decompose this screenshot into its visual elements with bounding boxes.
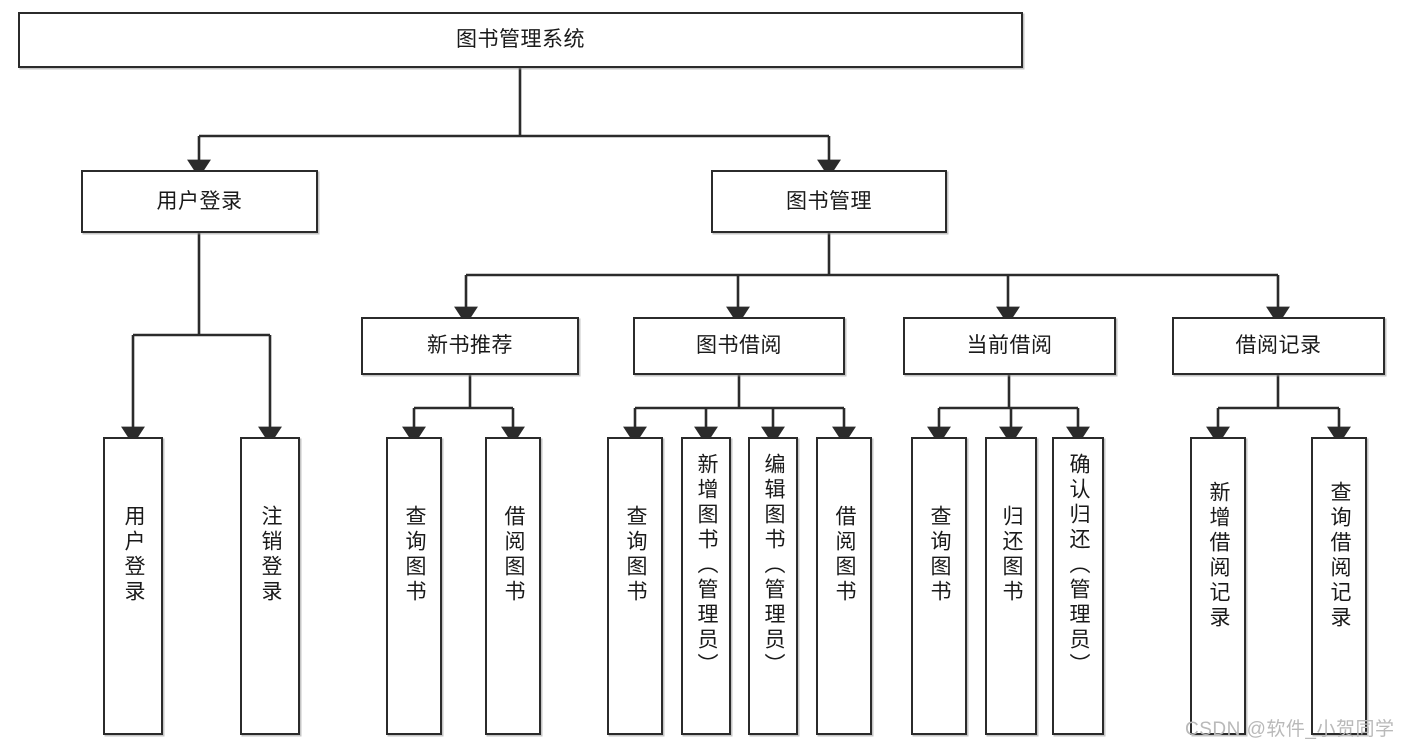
node-leaf-add-book-admin-label: 新增图书（管理员） (695, 453, 719, 678)
node-leaf-query-book-1-label: 查询图书 (403, 505, 427, 605)
node-leaf-confirm-return-admin[interactable]: 确认归还（管理员） (1052, 437, 1104, 735)
node-leaf-query-book-1[interactable]: 查询图书 (386, 437, 442, 735)
node-leaf-edit-book-admin-label: 编辑图书（管理员） (762, 453, 786, 678)
node-leaf-query-borrow-record-label: 查询借阅记录 (1328, 481, 1352, 631)
node-leaf-borrow-book-2-label: 借阅图书 (833, 505, 857, 605)
node-leaf-return-book[interactable]: 归还图书 (985, 437, 1037, 735)
node-new-book-recommend-label: 新书推荐 (427, 334, 513, 358)
node-new-book-recommend[interactable]: 新书推荐 (361, 317, 579, 375)
node-current-borrow-label: 当前借阅 (966, 334, 1053, 358)
node-book-borrow-label: 图书借阅 (696, 334, 782, 358)
node-leaf-add-borrow-record[interactable]: 新增借阅记录 (1190, 437, 1246, 735)
node-leaf-query-book-3-label: 查询图书 (928, 505, 952, 605)
node-leaf-query-book-2-label: 查询图书 (624, 505, 648, 605)
node-root-label: 图书管理系统 (456, 28, 585, 52)
node-leaf-logout[interactable]: 注销登录 (240, 437, 300, 735)
node-user-login-label: 用户登录 (156, 189, 243, 213)
node-leaf-user-login-label: 用户登录 (122, 505, 146, 605)
node-leaf-query-book-3[interactable]: 查询图书 (911, 437, 967, 735)
node-leaf-logout-label: 注销登录 (259, 505, 283, 605)
node-book-manage[interactable]: 图书管理 (711, 170, 947, 233)
node-user-login[interactable]: 用户登录 (81, 170, 318, 233)
node-book-manage-label: 图书管理 (786, 189, 872, 213)
watermark-text: CSDN @软件_小贺同学 (1185, 719, 1395, 740)
node-leaf-edit-book-admin[interactable]: 编辑图书（管理员） (748, 437, 798, 735)
node-borrow-record[interactable]: 借阅记录 (1172, 317, 1385, 375)
node-leaf-return-book-label: 归还图书 (1000, 505, 1024, 605)
node-leaf-user-login[interactable]: 用户登录 (103, 437, 163, 735)
node-leaf-borrow-book-2[interactable]: 借阅图书 (816, 437, 872, 735)
node-leaf-add-book-admin[interactable]: 新增图书（管理员） (681, 437, 731, 735)
node-leaf-add-borrow-record-label: 新增借阅记录 (1207, 481, 1231, 631)
node-leaf-borrow-book-1[interactable]: 借阅图书 (485, 437, 541, 735)
node-current-borrow[interactable]: 当前借阅 (903, 317, 1116, 375)
node-leaf-query-book-2[interactable]: 查询图书 (607, 437, 663, 735)
connector-lines (121, 68, 1351, 445)
node-book-borrow[interactable]: 图书借阅 (633, 317, 845, 375)
node-leaf-borrow-book-1-label: 借阅图书 (502, 505, 526, 605)
node-leaf-confirm-return-admin-label: 确认归还（管理员） (1067, 453, 1091, 678)
node-root[interactable]: 图书管理系统 (18, 12, 1023, 68)
node-leaf-query-borrow-record[interactable]: 查询借阅记录 (1311, 437, 1367, 735)
node-borrow-record-label: 借阅记录 (1235, 334, 1322, 358)
